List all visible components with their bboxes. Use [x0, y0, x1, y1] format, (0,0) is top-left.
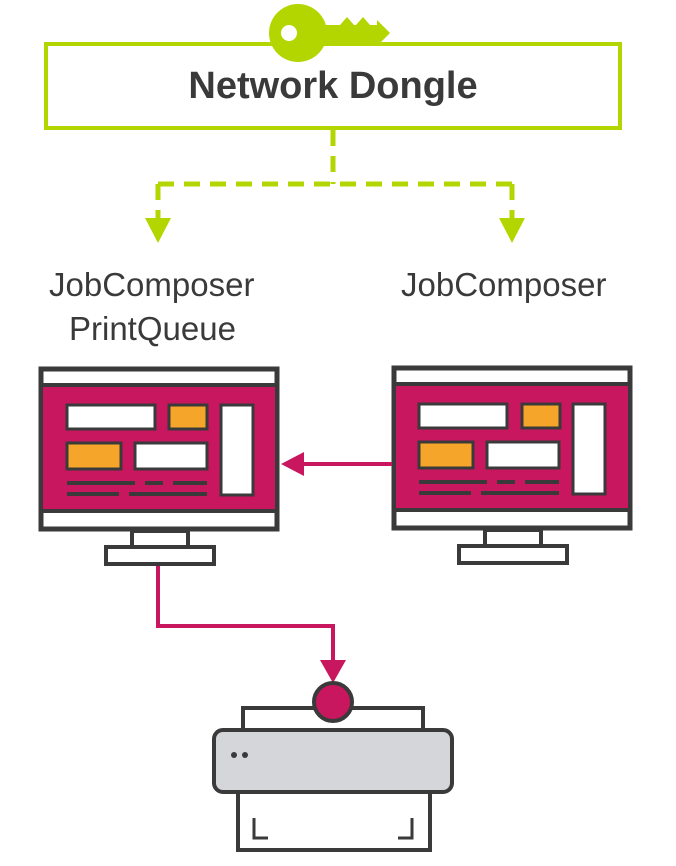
key-icon: [269, 4, 390, 62]
dongle-title: Network Dongle: [188, 64, 478, 107]
job-transfer-arrowhead: [281, 452, 304, 476]
arrowhead-left: [145, 218, 171, 243]
left-node-label-line1: JobComposer: [49, 266, 255, 303]
left-node-label-line2: PrintQueue: [69, 310, 236, 347]
license-distribution-lines: [155, 130, 515, 222]
right-node-label: JobComposer: [401, 266, 607, 303]
monitor-icon: [391, 365, 633, 565]
print-job-dot: [312, 681, 354, 723]
arrowhead-right: [499, 218, 525, 243]
dongle-box: [44, 42, 622, 130]
print-path-line: [156, 566, 335, 664]
printer-icon: [212, 706, 454, 852]
print-path-arrowhead: [320, 660, 346, 683]
monitor-icon: [38, 366, 280, 566]
